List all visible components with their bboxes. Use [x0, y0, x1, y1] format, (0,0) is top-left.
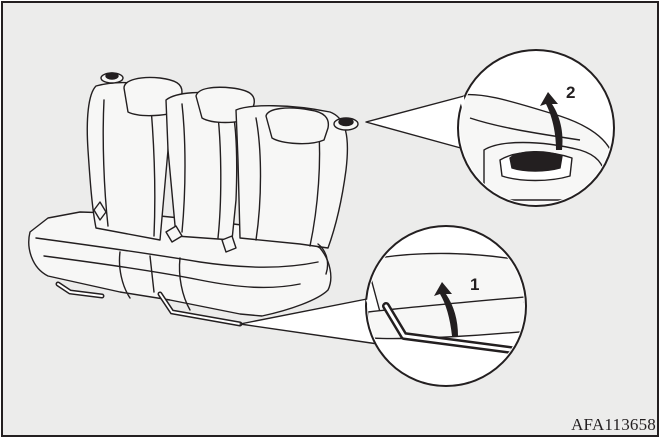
rear-seat [29, 73, 358, 316]
callout-lens-2: 2 [366, 50, 614, 220]
callout-number-1: 1 [470, 275, 479, 294]
figure-reference-code: AFA113658 [571, 416, 656, 433]
callout-number-2: 2 [566, 83, 575, 102]
headrest-right [266, 108, 328, 144]
